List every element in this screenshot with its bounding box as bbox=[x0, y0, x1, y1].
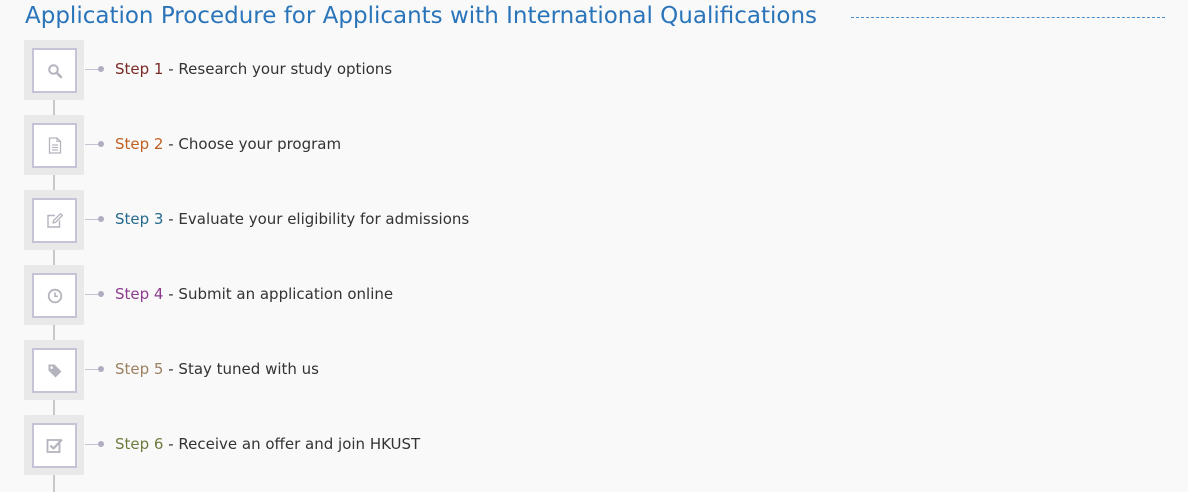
step-4-description: Submit an application online bbox=[178, 285, 394, 303]
step-3-connector bbox=[85, 219, 100, 220]
step-1: Step 1 - Research your study options bbox=[0, 40, 700, 100]
step-2-connector bbox=[85, 144, 100, 145]
step-5-label: Step 5 bbox=[115, 360, 164, 378]
search-icon bbox=[47, 63, 63, 79]
clock-icon bbox=[47, 288, 63, 304]
step-6-dot bbox=[98, 441, 104, 447]
step-5-dot bbox=[98, 366, 104, 372]
step-5-icon-box bbox=[24, 340, 84, 400]
step-3-label: Step 3 bbox=[115, 210, 164, 228]
page-header: Application Procedure for Applicants wit… bbox=[0, 0, 1188, 36]
step-4-label: Step 4 bbox=[115, 285, 164, 303]
step-3-icon-box bbox=[24, 190, 84, 250]
step-1-connector bbox=[85, 69, 100, 70]
step-3-separator: - bbox=[163, 210, 179, 228]
step-3-dot bbox=[98, 216, 104, 222]
step-1-separator: - bbox=[163, 60, 179, 78]
step-2-icon-box bbox=[24, 115, 84, 175]
title-divider bbox=[851, 17, 1165, 18]
tag-icon bbox=[47, 363, 63, 379]
step-6-separator: - bbox=[163, 435, 179, 453]
step-6-label: Step 6 bbox=[115, 435, 164, 453]
step-6-text: Step 6 - Receive an offer and join HKUST bbox=[115, 435, 420, 453]
step-5-description: Stay tuned with us bbox=[178, 360, 319, 378]
edit-icon bbox=[46, 212, 64, 229]
step-5: Step 5 - Stay tuned with us bbox=[0, 340, 700, 400]
step-5-connector bbox=[85, 369, 100, 370]
step-4-separator: - bbox=[163, 285, 179, 303]
step-5-text: Step 5 - Stay tuned with us bbox=[115, 360, 319, 378]
step-4-connector bbox=[85, 294, 100, 295]
step-2-separator: - bbox=[163, 135, 179, 153]
document-icon bbox=[48, 137, 62, 154]
step-6-connector bbox=[85, 444, 100, 445]
step-1-icon-box bbox=[24, 40, 84, 100]
step-2-description: Choose your program bbox=[178, 135, 342, 153]
step-5-separator: - bbox=[163, 360, 179, 378]
step-3-description: Evaluate your eligibility for admissions bbox=[178, 210, 470, 228]
step-3: Step 3 - Evaluate your eligibility for a… bbox=[0, 190, 700, 250]
step-1-dot bbox=[98, 66, 104, 72]
step-6-description: Receive an offer and join HKUST bbox=[178, 435, 421, 453]
step-3-text: Step 3 - Evaluate your eligibility for a… bbox=[115, 210, 469, 228]
step-1-text: Step 1 - Research your study options bbox=[115, 60, 392, 78]
checkbox-icon bbox=[46, 437, 64, 454]
step-4: Step 4 - Submit an application online bbox=[0, 265, 700, 325]
step-4-dot bbox=[98, 291, 104, 297]
step-4-text: Step 4 - Submit an application online bbox=[115, 285, 393, 303]
step-6-icon-box bbox=[24, 415, 84, 475]
step-4-icon-box bbox=[24, 265, 84, 325]
step-1-description: Research your study options bbox=[178, 60, 393, 78]
step-1-label: Step 1 bbox=[115, 60, 164, 78]
step-2: Step 2 - Choose your program bbox=[0, 115, 700, 175]
step-6: Step 6 - Receive an offer and join HKUST bbox=[0, 415, 700, 475]
step-2-dot bbox=[98, 141, 104, 147]
page-title: Application Procedure for Applicants wit… bbox=[25, 3, 818, 29]
step-2-text: Step 2 - Choose your program bbox=[115, 135, 341, 153]
step-2-label: Step 2 bbox=[115, 135, 164, 153]
